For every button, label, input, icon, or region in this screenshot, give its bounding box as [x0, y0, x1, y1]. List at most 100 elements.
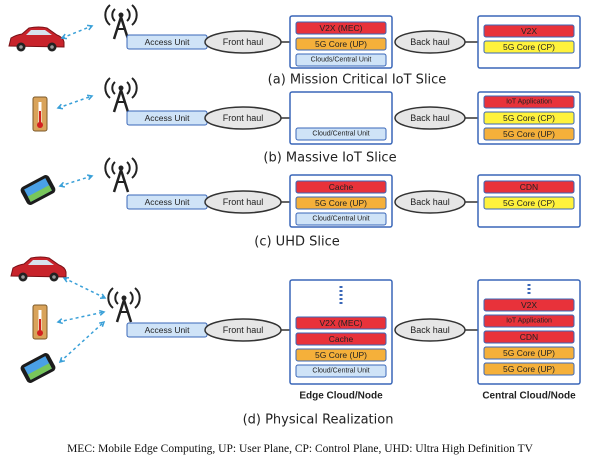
edge-item-1-label: 5G Core (UP) — [315, 39, 367, 49]
access-unit-label: Access Unit — [145, 197, 191, 207]
edge-item-0-box — [295, 316, 387, 330]
slice-title: (d) Physical Realization — [243, 413, 394, 428]
central-item-0-box — [483, 180, 575, 194]
device-link-head — [98, 309, 106, 316]
slice-title: (c) UHD Slice — [254, 235, 339, 250]
central-item-0-label: IoT Application — [506, 99, 552, 106]
access-unit-label: Access Unit — [145, 325, 191, 335]
back-haul-ellipse — [394, 190, 466, 214]
device-link-head — [60, 33, 68, 40]
edge-item-1-box — [295, 37, 387, 51]
device-link-head — [99, 293, 107, 299]
central-item-1-label: 5G Core (CP) — [503, 113, 555, 123]
central-item-0-box — [483, 95, 575, 109]
central-item-3-label: 5G Core (UP) — [503, 348, 555, 358]
thermometer-icon — [31, 95, 49, 133]
device-link — [59, 175, 93, 187]
front-haul-ellipse — [204, 106, 282, 130]
edge-item-0-label: V2X (MEC) — [320, 23, 363, 33]
edge-item-0-label: V2X (MEC) — [320, 318, 363, 328]
edge-item-3-box — [295, 364, 387, 378]
car-icon — [8, 26, 65, 52]
edge-item-1-label: Cache — [329, 334, 354, 344]
central-item-2-box — [483, 330, 575, 344]
footnote: MEC: Mobile Edge Computing, UP: User Pla… — [67, 443, 533, 455]
central-item-1-box — [483, 111, 575, 125]
edge-item-1-box — [295, 332, 387, 346]
central-item-2-label: 5G Core (UP) — [503, 129, 555, 139]
edge-node-label: Edge Cloud/Node — [299, 391, 383, 402]
device-link — [59, 321, 105, 363]
edge-item-2-box — [295, 348, 387, 362]
device-link — [63, 277, 106, 299]
device-link-head — [98, 320, 106, 327]
antenna-icon — [104, 3, 138, 41]
central-item-1-box — [483, 196, 575, 210]
thermometer-icon — [31, 303, 49, 341]
central-item-1-label: 5G Core (CP) — [503, 198, 555, 208]
back-haul-label: Back haul — [410, 197, 450, 207]
central-item-0-label: V2X — [521, 300, 537, 310]
edge-item-2-label: Clouds/Central Unit — [311, 57, 372, 64]
device-link-head — [62, 277, 70, 283]
central-item-0-box — [483, 24, 575, 38]
central-node-label: Central Cloud/Node — [482, 391, 576, 402]
central-item-1-box — [483, 40, 575, 54]
edge-item-0-label: Cloud/Central Unit — [312, 131, 369, 138]
device-link-head — [86, 24, 94, 31]
access-unit-label: Access Unit — [145, 113, 191, 123]
front-haul-label: Front haul — [223, 325, 264, 335]
device-link-head — [86, 94, 94, 101]
central-item-2-label: CDN — [520, 332, 538, 342]
edge-item-2-label: Cloud/Central Unit — [312, 216, 369, 223]
back-haul-ellipse — [394, 30, 466, 54]
device-link — [57, 311, 105, 323]
front-haul-ellipse — [204, 30, 282, 54]
back-haul-label: Back haul — [410, 113, 450, 123]
antenna-icon — [104, 156, 138, 194]
central-item-1-box — [483, 314, 575, 328]
back-haul-ellipse — [394, 106, 466, 130]
central-item-4-box — [483, 362, 575, 376]
antenna-icon — [107, 286, 141, 324]
edge-item-0-box — [295, 127, 387, 141]
edge-item-0-label: Cache — [329, 182, 354, 192]
phone-icon — [19, 173, 57, 207]
antenna-icon — [104, 76, 138, 114]
central-item-0-box — [483, 298, 575, 312]
phone-icon — [19, 351, 57, 385]
device-link-head — [56, 318, 64, 325]
edge-item-2-box — [295, 53, 387, 67]
slice-title: (b) Massive IoT Slice — [263, 151, 396, 166]
central-item-0-label: V2X — [521, 26, 537, 36]
front-haul-label: Front haul — [223, 197, 264, 207]
front-haul-label: Front haul — [223, 37, 264, 47]
edge-item-2-box — [295, 212, 387, 226]
front-haul-ellipse — [204, 318, 282, 342]
device-link-head — [86, 174, 94, 181]
slice-title: (a) Mission Critical IoT Slice — [268, 73, 447, 88]
front-haul-ellipse — [204, 190, 282, 214]
edge-item-0-box — [295, 21, 387, 35]
device-link — [57, 95, 93, 109]
central-item-1-label: 5G Core (CP) — [503, 42, 555, 52]
central-item-1-label: IoT Application — [506, 318, 552, 325]
central-item-2-box — [483, 127, 575, 141]
device-link-head — [56, 103, 64, 110]
central-item-3-box — [483, 346, 575, 360]
device-link-head — [58, 357, 66, 364]
back-haul-ellipse — [394, 318, 466, 342]
car-icon — [10, 256, 67, 282]
front-haul-label: Front haul — [223, 113, 264, 123]
edge-item-3-label: Cloud/Central Unit — [312, 368, 369, 375]
device-link-head — [58, 181, 66, 188]
back-haul-label: Back haul — [410, 37, 450, 47]
edge-item-2-label: 5G Core (UP) — [315, 350, 367, 360]
edge-item-0-box — [295, 180, 387, 194]
edge-item-1-label: 5G Core (UP) — [315, 198, 367, 208]
edge-item-1-box — [295, 196, 387, 210]
central-item-4-label: 5G Core (UP) — [503, 364, 555, 374]
back-haul-label: Back haul — [410, 325, 450, 335]
access-unit-label: Access Unit — [145, 37, 191, 47]
